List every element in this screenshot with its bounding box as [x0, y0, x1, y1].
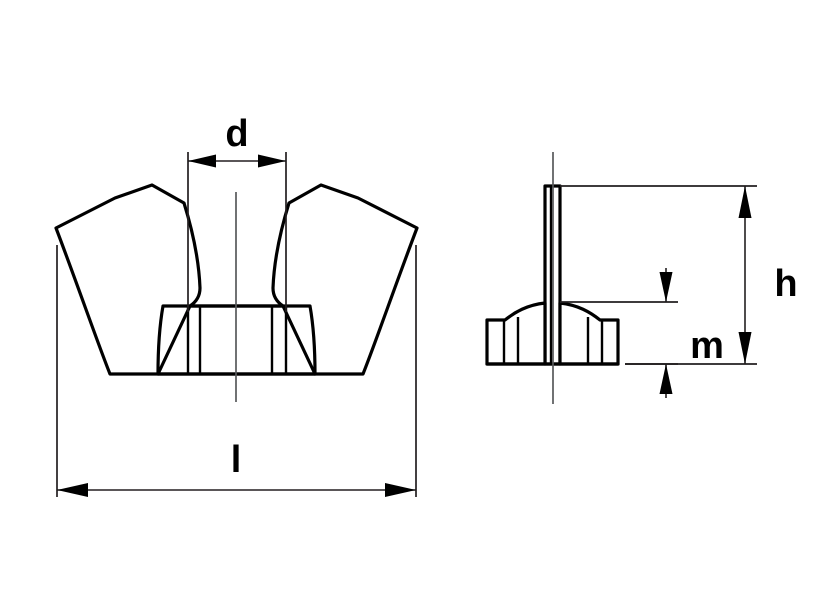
m-arrow-top-icon [659, 272, 673, 302]
dimension-label-h: h [774, 263, 797, 305]
front-view-group: d l [54, 113, 419, 497]
d-arrow-left-icon [188, 154, 216, 168]
right-wing-outline [271, 183, 419, 376]
dimension-label-l: l [231, 439, 242, 481]
m-arrow-bottom-icon [659, 364, 673, 394]
side-body-left-outline [485, 301, 547, 366]
h-arrow-bottom-icon [738, 332, 752, 364]
left-wing-outline [54, 183, 202, 376]
l-arrow-right-icon [385, 483, 416, 497]
l-arrow-left-icon [57, 483, 88, 497]
dimension-label-m: m [690, 325, 724, 367]
side-view-group: h m [485, 152, 798, 404]
h-arrow-top-icon [738, 186, 752, 218]
d-arrow-right-icon [258, 154, 286, 168]
dimension-label-d: d [225, 113, 248, 155]
